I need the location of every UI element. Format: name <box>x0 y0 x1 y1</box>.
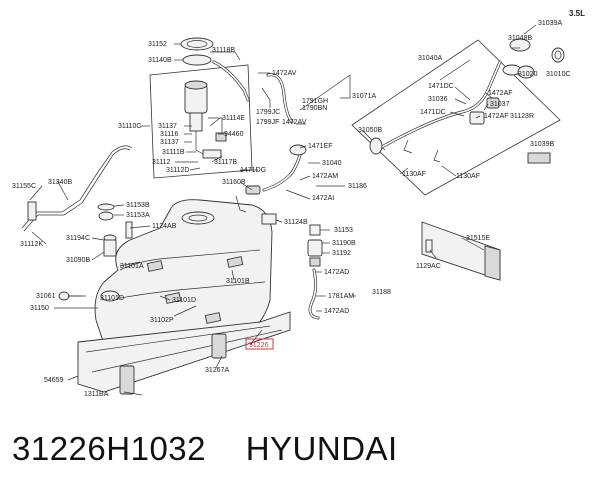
callout-label[interactable]: 31515E <box>466 235 490 242</box>
callout-label[interactable]: 31036 <box>428 96 448 103</box>
callout-label[interactable]: 1472AM <box>312 173 338 180</box>
vapour-line <box>21 145 133 232</box>
callout-label[interactable]: 31137 <box>160 139 179 146</box>
part-number: 31226H1032 <box>12 430 207 467</box>
callout-label[interactable]: 1471DG <box>240 167 266 174</box>
callout-label[interactable]: 31112 <box>152 159 171 166</box>
callout-label[interactable]: 1790BN <box>302 105 327 112</box>
callout-label[interactable]: 31039A <box>538 20 562 27</box>
callout-label[interactable]: 31153 <box>334 227 353 234</box>
callout-label[interactable]: 31153B <box>126 202 150 209</box>
callout-label[interactable]: 31101D <box>172 297 196 304</box>
callout-label[interactable]: 31267A <box>205 367 229 374</box>
callout-label[interactable]: 31124B <box>284 219 308 226</box>
callout-label[interactable]: 31037 <box>490 101 510 108</box>
callout-label[interactable]: 1781AM <box>328 293 354 300</box>
callout-label[interactable]: 31160B <box>222 179 246 186</box>
callout-label[interactable]: 31020 <box>518 71 538 78</box>
callout-label[interactable]: 31190B <box>332 240 356 247</box>
callout-label[interactable]: 31101A <box>120 263 144 270</box>
callout-label[interactable]: 31050B <box>358 127 382 134</box>
callout-label[interactable]: 31340B <box>48 179 72 186</box>
callout-label[interactable]: 1129AC <box>416 263 441 270</box>
callout-label[interactable]: 31152 <box>148 41 167 48</box>
callout-label[interactable]: 31192 <box>332 250 351 257</box>
callout-label[interactable]: 31010C <box>546 71 571 78</box>
highlighted-part-box[interactable] <box>245 338 274 350</box>
callout-label[interactable]: 31123R <box>510 113 534 120</box>
callout-label[interactable]: 1791GH <box>302 98 328 105</box>
callout-label[interactable]: 1130AF <box>402 171 426 178</box>
callout-label[interactable]: 1472AV <box>272 70 297 77</box>
callout-label[interactable]: 31102P <box>150 317 174 324</box>
callout-label[interactable]: 31186 <box>348 183 367 190</box>
part-caption: 31226H1032 HYUNDAI <box>12 430 592 486</box>
callout-label[interactable]: 94460 <box>224 131 244 138</box>
callout-label[interactable]: 31112D <box>166 167 189 174</box>
callout-label[interactable]: 1130AF <box>456 173 480 180</box>
callout-label[interactable]: 31112K <box>20 241 43 248</box>
callout-label[interactable]: 31137 <box>158 123 177 130</box>
upper-hoses <box>245 73 307 195</box>
callout-label[interactable]: 31061 <box>36 293 56 300</box>
callout-label[interactable]: 1472AD <box>324 308 349 315</box>
callout-label[interactable]: 31118B <box>212 47 235 54</box>
callout-label[interactable]: 1472AV <box>282 119 307 126</box>
fuel-tank <box>94 195 277 355</box>
leader-lines <box>29 24 537 396</box>
callout-label[interactable]: 31039B <box>530 141 554 148</box>
callout-label[interactable]: 31114E <box>222 115 245 122</box>
callout-label[interactable]: 31140B <box>148 57 172 64</box>
callout-label[interactable]: 31155C <box>12 183 36 190</box>
highlighted-part-label[interactable]: 31226 <box>249 342 269 349</box>
callout-label[interactable]: 1472AI <box>312 195 334 202</box>
callout-labels: 31152 31118B 31140B 1472AV 31110C 31114E 31137… <box>12 20 571 398</box>
callout-label[interactable]: 31150 <box>30 305 49 312</box>
fuel-pump-module <box>149 37 253 179</box>
callout-label[interactable]: 1124AB <box>152 223 177 230</box>
callout-label[interactable]: 1471DC <box>420 109 446 116</box>
callout-label[interactable]: 1471EF <box>308 143 333 150</box>
callout-label[interactable]: 1799JC <box>256 109 280 116</box>
callout-label[interactable]: 54659 <box>44 377 64 384</box>
tank-hardware <box>58 203 133 301</box>
callout-label[interactable]: 31040 <box>322 160 342 167</box>
engine-tag: 3.5L <box>569 9 585 18</box>
callout-label[interactable]: 31116 <box>160 131 179 138</box>
callout-label[interactable]: 1472AF <box>488 90 513 97</box>
callout-label[interactable]: 31194C <box>66 235 90 242</box>
callout-label[interactable]: 31071A <box>352 93 376 100</box>
callout-label[interactable]: 31040A <box>418 55 442 62</box>
parts-diagram: 31152 31118B 31140B 1472AV 31110C 31114E 31137… <box>12 9 585 398</box>
callout-label[interactable]: 1472AF <box>484 113 509 120</box>
callout-label[interactable]: 1311BA <box>84 391 109 398</box>
callout-label[interactable]: 1799JF <box>256 119 279 126</box>
callout-label[interactable]: 1472AD <box>324 269 349 276</box>
tank-protector <box>77 311 291 395</box>
callout-label[interactable]: 31153A <box>126 212 150 219</box>
callout-label[interactable]: 31117B <box>214 159 237 166</box>
callout-label[interactable]: 31101D <box>100 295 124 302</box>
right-hardware <box>307 221 501 320</box>
callout-label[interactable]: 31090B <box>66 257 90 264</box>
callout-label[interactable]: 31101B <box>226 278 250 285</box>
callout-label[interactable]: 31111B <box>162 149 185 156</box>
brand-name: HYUNDAI <box>245 430 398 467</box>
callout-label[interactable]: 1471DC <box>428 83 454 90</box>
callout-label[interactable]: 31048B <box>508 35 532 42</box>
callout-label[interactable]: 31188 <box>372 289 391 296</box>
callout-label[interactable]: 31110C <box>118 123 141 130</box>
filler-neck-assembly <box>351 38 565 196</box>
